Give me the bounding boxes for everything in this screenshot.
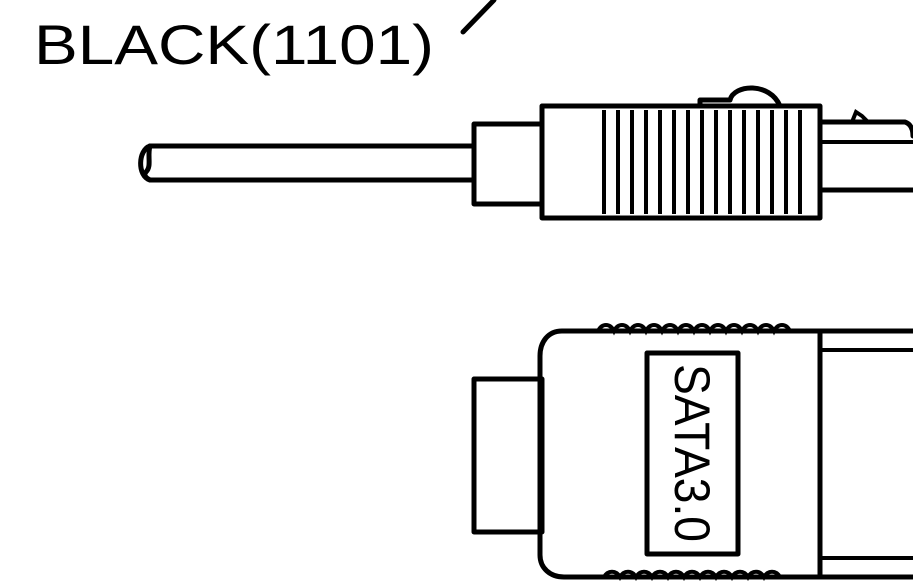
grip-ribs xyxy=(602,110,802,214)
top-body xyxy=(537,328,913,580)
connector-head xyxy=(817,108,913,193)
top-view-connector: SATA3.0 xyxy=(471,323,913,581)
grip-scallops-top xyxy=(596,323,792,336)
side-view-connector xyxy=(138,85,913,221)
cable-boot xyxy=(471,376,545,535)
latch xyxy=(697,85,783,109)
cable xyxy=(138,143,477,183)
marking-panel xyxy=(644,350,741,557)
strain-relief xyxy=(471,121,545,207)
connector-body xyxy=(539,103,823,221)
grip-scallops-bottom xyxy=(602,569,782,581)
wire-color-label: BLACK(1101) xyxy=(34,13,434,76)
sata-marking: SATA3.0 xyxy=(664,364,720,542)
leader-line xyxy=(460,0,497,35)
